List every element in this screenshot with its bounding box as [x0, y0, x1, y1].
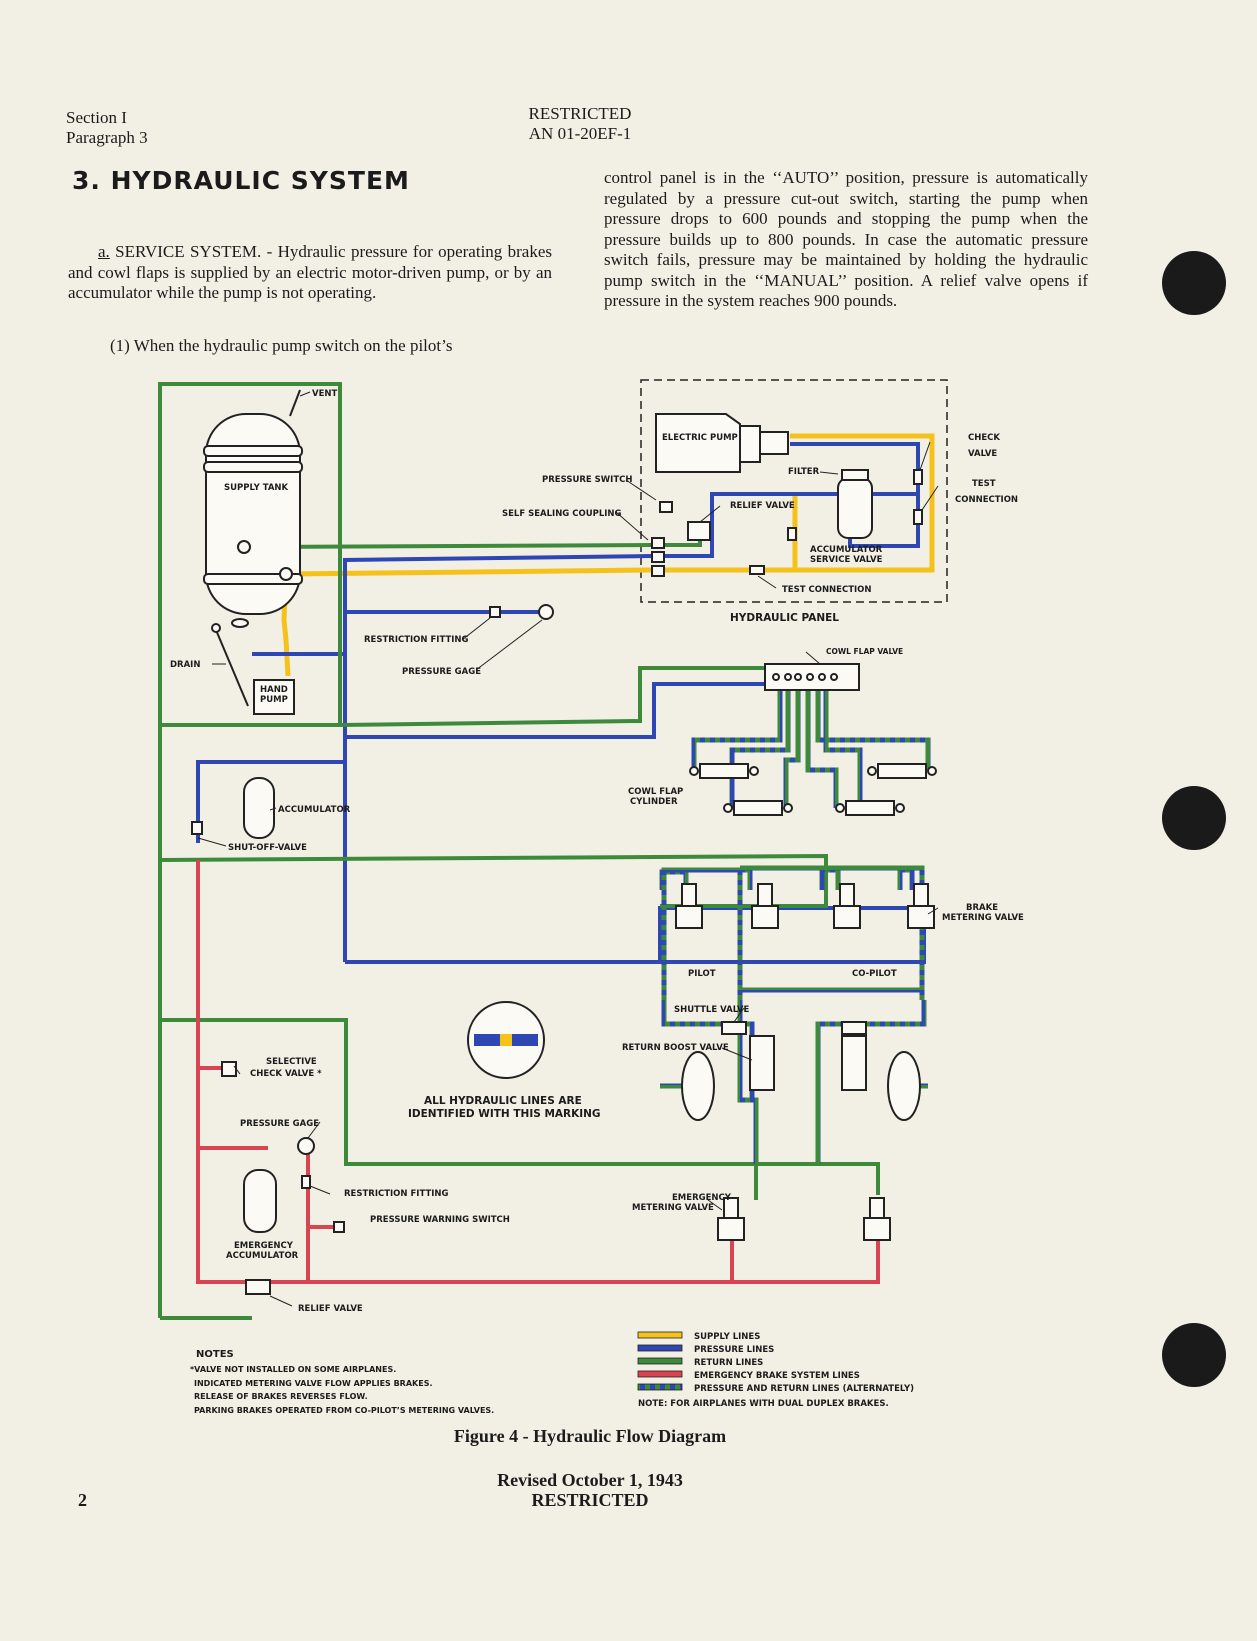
label-valve: VALVE [968, 449, 997, 459]
section-label: Section I Paragraph 3 [66, 108, 148, 147]
note-item: PARKING BRAKES OPERATED FROM CO-PILOT’S … [194, 1406, 494, 1415]
label-pressure-gage-2: PRESSURE GAGE [240, 1119, 319, 1129]
test-connection-fitting [913, 509, 923, 525]
filter [837, 469, 873, 539]
label-restriction-fitting: RESTRICTION FITTING [364, 635, 469, 645]
label-shut-off: SHUT-OFF-VALVE [228, 843, 307, 853]
pressure-switch [659, 501, 673, 513]
hand-pump [211, 623, 295, 715]
legend-pressure: PRESSURE LINES [694, 1345, 774, 1355]
relief-valve-panel [687, 521, 711, 541]
note-item: RELEASE OF BRAKES REVERSES FLOW. [194, 1392, 368, 1401]
label-shuttle-valve: SHUTTLE VALVE [674, 1005, 750, 1015]
shuttle-valves [721, 1021, 867, 1091]
doc-header: RESTRICTED AN 01-20EF-1 [528, 104, 632, 143]
label-cowl-flap-valve: COWL FLAP VALVE [826, 647, 903, 656]
label-supply-tank: SUPPLY TANK [224, 483, 289, 493]
label-accumulator-service-1: ACCUMULATOR [810, 545, 883, 555]
note-item: INDICATED METERING VALVE FLOW APPLIES BR… [194, 1379, 433, 1388]
label-hydraulic-panel: HYDRAULIC PANEL [730, 612, 839, 624]
label-copilot: CO-PILOT [852, 969, 897, 979]
label-brake-2: METERING VALVE [942, 913, 1024, 923]
emergency-metering-valves [717, 1197, 891, 1241]
line-marking-symbol [467, 1001, 545, 1079]
label-connection: CONNECTION [955, 495, 1018, 505]
label-relief-valve-panel: RELIEF VALVE [730, 501, 795, 511]
legend-alternate: PRESSURE AND RETURN LINES (ALTERNATELY) [694, 1384, 914, 1394]
punch-hole [1162, 251, 1226, 315]
label-emergency-2: ACCUMULATOR [226, 1251, 299, 1261]
section-heading: 3. HYDRAULIC SYSTEM [72, 166, 410, 195]
label-pressure-switch: PRESSURE SWITCH [542, 475, 632, 485]
label-emergency-metering-2: METERING VALVE [632, 1203, 714, 1213]
label-drain: DRAIN [170, 660, 200, 670]
label-brake-1: BRAKE [966, 903, 998, 913]
cowl-flap-valve [764, 663, 860, 691]
figure-caption: Figure 4 - Hydraulic Flow Diagram [453, 1426, 727, 1446]
legend-return: RETURN LINES [694, 1358, 763, 1368]
pressure-lines [196, 442, 926, 964]
label-pump: PUMP [260, 695, 288, 705]
label-hand: HAND [260, 685, 288, 695]
label-accumulator: ACCUMULATOR [278, 805, 351, 815]
label-pressure-gage: PRESSURE GAGE [402, 667, 481, 677]
label-cowl-flap-2: CYLINDER [630, 797, 678, 807]
supply-tank [203, 389, 303, 628]
legend-supply: SUPPLY LINES [694, 1332, 760, 1342]
brake-metering-valves [675, 883, 935, 929]
label-accumulator-service-2: SERVICE VALVE [810, 555, 883, 565]
label-pressure-warning: PRESSURE WARNING SWITCH [370, 1215, 510, 1225]
para-a: a. SERVICE SYSTEM. - Hydraulic pressure … [68, 242, 552, 302]
footer: Revised October 1, 1943 RESTRICTED [497, 1470, 683, 1510]
label-test: TEST [972, 479, 996, 489]
label-self-sealing: SELF SEALING COUPLING [502, 509, 622, 519]
label-cowl-flap-1: COWL FLAP [628, 787, 683, 797]
label-emergency-1: EMERGENCY [234, 1241, 294, 1251]
note-item: *VALVE NOT INSTALLED ON SOME AIRPLANES. [190, 1365, 396, 1374]
label-selective-2: CHECK VALVE * [250, 1069, 322, 1079]
legend-emergency: EMERGENCY BRAKE SYSTEM LINES [694, 1371, 860, 1381]
label-return-boost: RETURN BOOST VALVE [622, 1043, 729, 1053]
label-selective-1: SELECTIVE [266, 1057, 317, 1067]
label-electric-pump: ELECTRIC PUMP [662, 433, 738, 443]
label-marking-1: ALL HYDRAULIC LINES ARE [424, 1095, 582, 1107]
pressure-gage [538, 604, 554, 620]
return-lines [158, 382, 880, 1320]
page-number: 2 [78, 1490, 87, 1510]
label-marking-2: IDENTIFIED WITH THIS MARKING [408, 1108, 601, 1120]
brake-wheels [681, 1051, 921, 1121]
para-right: control panel is in the ‘‘AUTO’’ positio… [604, 168, 1088, 310]
label-filter: FILTER [788, 467, 820, 477]
label-vent: VENT [312, 389, 337, 399]
legend: SUPPLY LINES PRESSURE LINES RETURN LINES… [637, 1331, 914, 1409]
hydraulic-panel-box [640, 379, 948, 603]
accumulator-service-valve [787, 527, 797, 541]
electric-pump [655, 413, 789, 473]
cowl-flap-cylinders [689, 763, 937, 816]
punch-hole [1162, 1323, 1226, 1387]
legend-note: NOTE: FOR AIRPLANES WITH DUAL DUPLEX BRA… [638, 1399, 889, 1409]
notes-title: NOTES [196, 1349, 234, 1360]
label-check: CHECK [968, 433, 1000, 443]
restriction-fitting [489, 606, 501, 618]
label-emergency-metering-1: EMERGENCY [672, 1193, 732, 1203]
accumulator [191, 777, 275, 839]
label-test-connection: TEST CONNECTION [782, 585, 872, 595]
label-relief-valve: RELIEF VALVE [298, 1304, 363, 1314]
emergency-components [221, 1061, 345, 1295]
para-1: (1) When the hydraulic pump switch on th… [110, 336, 453, 355]
check-valve [913, 469, 923, 485]
punch-hole [1162, 786, 1226, 850]
label-restriction-fitting-2: RESTRICTION FITTING [344, 1189, 449, 1199]
label-pilot: PILOT [688, 969, 716, 979]
